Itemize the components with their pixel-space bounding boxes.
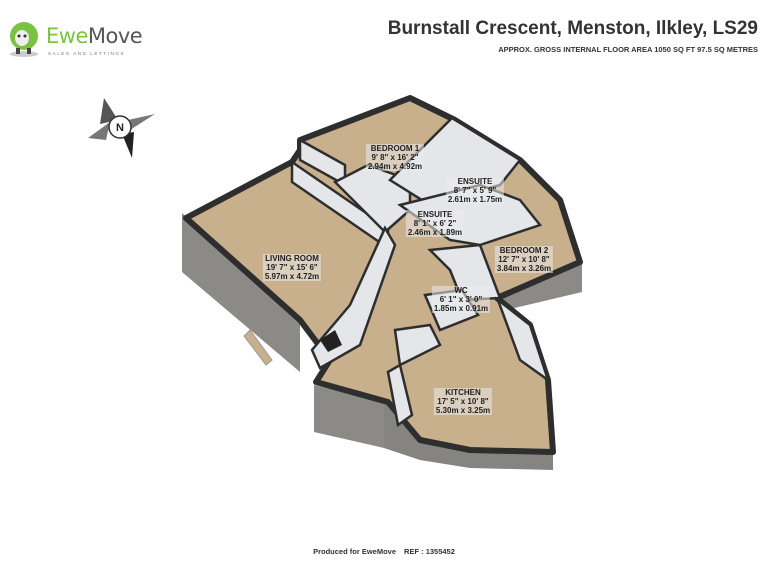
interior-walls (290, 116, 551, 428)
svg-text:N: N (116, 122, 124, 134)
fireplace (320, 330, 342, 352)
compass-icon: N (88, 98, 155, 158)
property-title: Burnstall Crescent, Menston, Ilkley, LS2… (387, 18, 758, 39)
brand-tagline: SALES AND LETTINGS (48, 51, 126, 56)
doormat (243, 329, 273, 366)
floor-area: APPROX. GROSS INTERNAL FLOOR AREA 1050 S… (498, 45, 758, 54)
brand-name: EweMove (46, 24, 143, 48)
sheep-mascot-icon (10, 22, 38, 57)
ewemove-logo: EweMove SALES AND LETTINGS (6, 18, 156, 58)
